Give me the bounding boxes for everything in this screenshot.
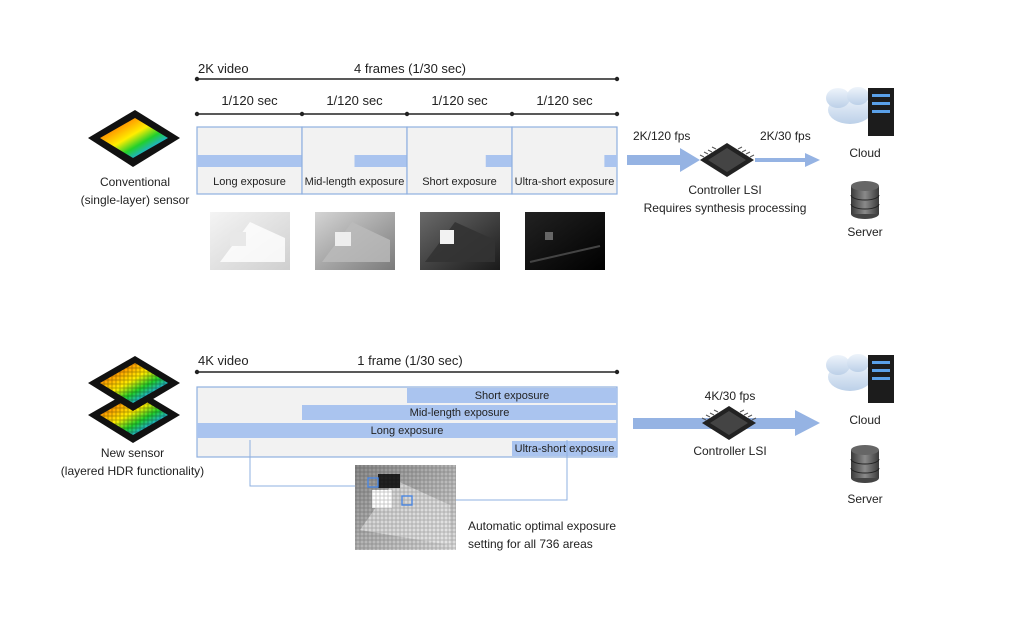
- top-controller-label: Controller LSI: [688, 183, 762, 197]
- hdr-note-line-1: Automatic optimal exposure: [468, 519, 617, 533]
- bottom-exposure-bar: [197, 423, 617, 438]
- top-frame-label-ultra-short: Ultra-short exposure: [514, 176, 615, 188]
- bottom-exposure-bar: [512, 441, 617, 456]
- top-controller-note: Requires synthesis processing: [643, 201, 807, 215]
- top-input-rate: 2K/120 fps: [633, 129, 691, 143]
- top-server-icon: [850, 181, 880, 219]
- top-frame-label-long: Long exposure: [213, 176, 286, 188]
- top-exposure-bar: [485, 155, 512, 167]
- thumbnail-long: [210, 212, 290, 270]
- bottom-short-exposure-label: Short exposure: [474, 390, 550, 402]
- top-cloud-icon: [826, 87, 894, 136]
- top-arrow-to-controller: [627, 148, 700, 172]
- top-exposure-bar: [354, 155, 407, 167]
- bottom-server-label: Server: [847, 492, 883, 506]
- thumbnail-mid: [315, 212, 395, 270]
- bottom-frame: [196, 386, 618, 458]
- new-sensor-label-2: (layered HDR functionality): [60, 464, 205, 478]
- top-subframe-time-4: 1/120 sec: [536, 93, 593, 108]
- top-frame-label-mid: Mid-length exposure: [304, 176, 405, 188]
- bottom-mid-exposure-label: Mid-length exposure: [409, 407, 510, 419]
- bottom-ultra-short-exposure-label: Ultra-short exposure: [514, 443, 615, 455]
- bottom-frames-label: 1 frame (1/30 sec): [357, 353, 463, 368]
- conventional-sensor-icon: [88, 110, 180, 167]
- top-frame-label-short: Short exposure: [422, 176, 497, 188]
- top-server-label: Server: [847, 225, 883, 239]
- top-frames-label: 4 frames (1/30 sec): [354, 61, 466, 76]
- hdr-note-line-2: setting for all 736 areas: [468, 537, 593, 551]
- new-sensor-icon: [88, 356, 180, 443]
- thumbnail-short: [420, 212, 500, 270]
- bottom-cloud-icon: [826, 354, 894, 403]
- conventional-sensor-label-1: Conventional: [99, 175, 171, 189]
- bottom-video-label: 4K video: [198, 353, 249, 368]
- conventional-sensor-label-2: (single-layer) sensor: [80, 193, 190, 207]
- top-subframe-time-2: 1/120 sec: [326, 93, 383, 108]
- thumbnail-ultra-short: [525, 212, 605, 270]
- top-cloud-label: Cloud: [849, 146, 881, 160]
- bottom-exposure-bar: [407, 388, 617, 403]
- top-arrow-to-cloud: [755, 153, 820, 167]
- bottom-rate: 4K/30 fps: [704, 389, 756, 403]
- top-frames: [196, 126, 618, 195]
- top-controller-chip-icon: [699, 143, 755, 177]
- callout-line-right: [450, 440, 568, 501]
- top-exposure-bar: [197, 155, 302, 167]
- top-subframe-time-1: 1/120 sec: [221, 93, 278, 108]
- callout-line-left: [249, 440, 360, 487]
- bottom-controller-chip-icon: [701, 406, 757, 440]
- top-exposure-bar: [604, 155, 617, 167]
- bottom-controller-label: Controller LSI: [693, 444, 767, 458]
- bottom-cloud-label: Cloud: [849, 413, 881, 427]
- top-subframe-time-3: 1/120 sec: [431, 93, 488, 108]
- top-output-rate: 2K/30 fps: [760, 129, 811, 143]
- top-video-label: 2K video: [198, 61, 249, 76]
- bottom-server-icon: [850, 445, 880, 483]
- bottom-exposure-bar: [302, 405, 617, 420]
- hdr-area-thumbnail: [355, 465, 456, 550]
- top-frame-box: [511, 126, 618, 195]
- new-sensor-label-1: New sensor: [100, 446, 165, 460]
- bottom-long-exposure-label: Long exposure: [370, 425, 444, 437]
